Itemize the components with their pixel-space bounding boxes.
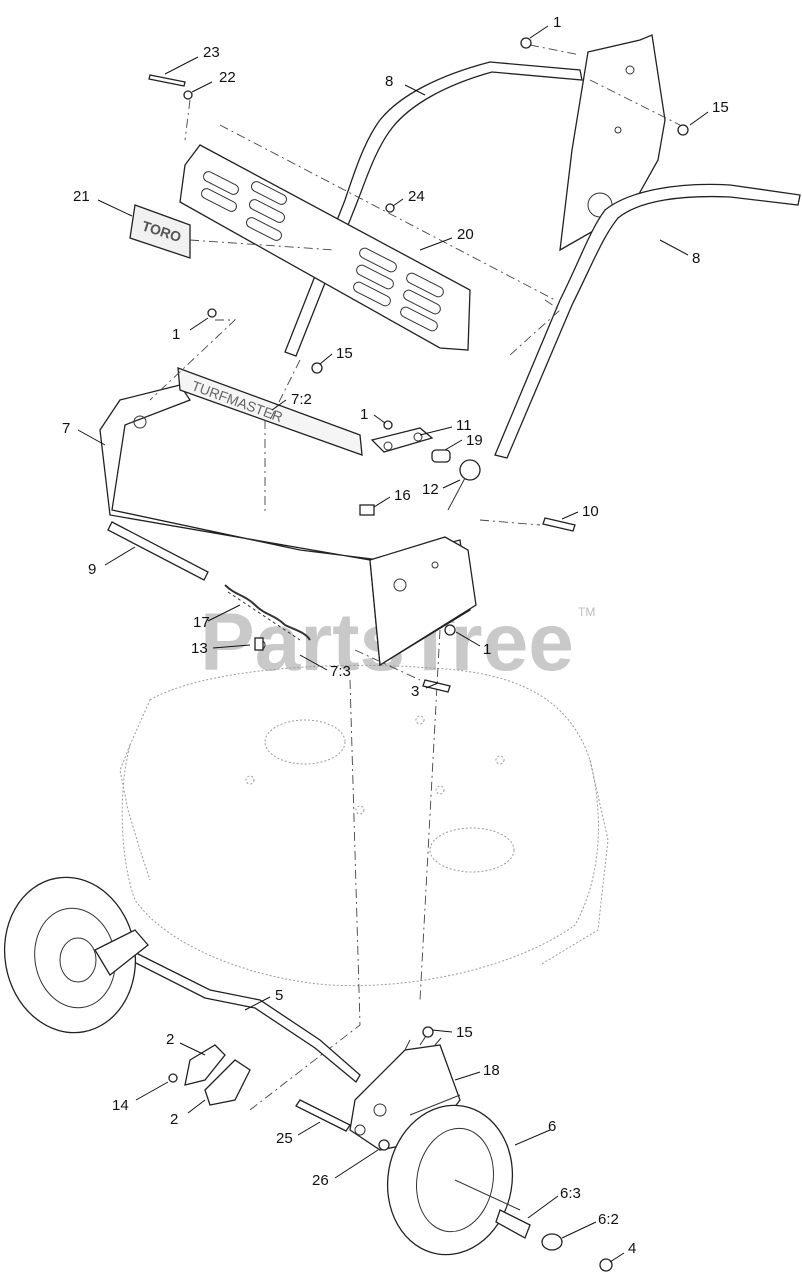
callout-15: 15 [336,345,353,362]
callout-21: 21 [73,188,90,205]
grille-panel [179,144,471,351]
left-wheel [3,876,149,1034]
callout-18: 18 [483,1062,500,1079]
callout-23: 23 [203,44,220,61]
callout-25: 25 [276,1130,293,1147]
height-adjust-axle [125,949,361,1083]
callout-19: 19 [466,432,483,449]
callout-8: 8 [385,73,393,90]
callout-1: 1 [483,641,491,658]
callout-7-3: 7:3 [330,663,351,680]
callout-6-2: 6:2 [598,1211,619,1228]
upper-handle-left [284,61,583,357]
carriage-bolt [295,1099,351,1132]
hardware [148,37,689,1151]
right-wheel [386,1104,521,1256]
callout-1: 1 [553,14,561,31]
callout-22: 22 [219,69,236,86]
callout-5: 5 [275,987,283,1004]
watermark-tm: TM [578,605,595,619]
callout-24: 24 [408,188,425,205]
callout-8: 8 [692,250,700,267]
handle-bracket-plate [559,34,666,252]
callout-12: 12 [422,481,439,498]
callout-20: 20 [457,226,474,243]
pivot-rod [107,521,209,581]
wheel-hub-parts [495,1209,613,1272]
assembly-lines [149,44,681,1111]
callout-labels: 1 23 22 8 15 21 24 20 8 1 15 7:2 7 1 11 … [62,14,729,1257]
mower-deck [119,664,609,987]
callout-17: 17 [193,614,210,631]
upper-handle-right [494,183,801,459]
toro-decal: TORO [129,204,191,259]
callout-7: 7 [62,420,70,437]
callout-6: 6 [548,1118,556,1135]
callout-26: 26 [312,1172,329,1189]
callout-1: 1 [172,326,180,343]
link-bracket [370,427,481,511]
callout-4: 4 [628,1240,636,1257]
callout-16: 16 [394,487,411,504]
turfmaster-decal: TURFMASTER [177,367,363,456]
callout-6-3: 6:3 [560,1185,581,1202]
callout-13: 13 [191,640,208,657]
callout-7-2: 7:2 [291,391,312,408]
height-brackets [184,1044,251,1106]
callout-9: 9 [88,561,96,578]
callout-15: 15 [712,99,729,116]
callout-2: 2 [166,1031,174,1048]
callout-14: 14 [112,1097,129,1114]
callout-3: 3 [411,683,419,700]
callout-1: 1 [360,406,368,423]
callout-10: 10 [582,503,599,520]
callout-15: 15 [456,1024,473,1041]
callout-11: 11 [456,417,472,434]
callout-2: 2 [170,1111,178,1128]
leader-lines [77,25,709,1263]
